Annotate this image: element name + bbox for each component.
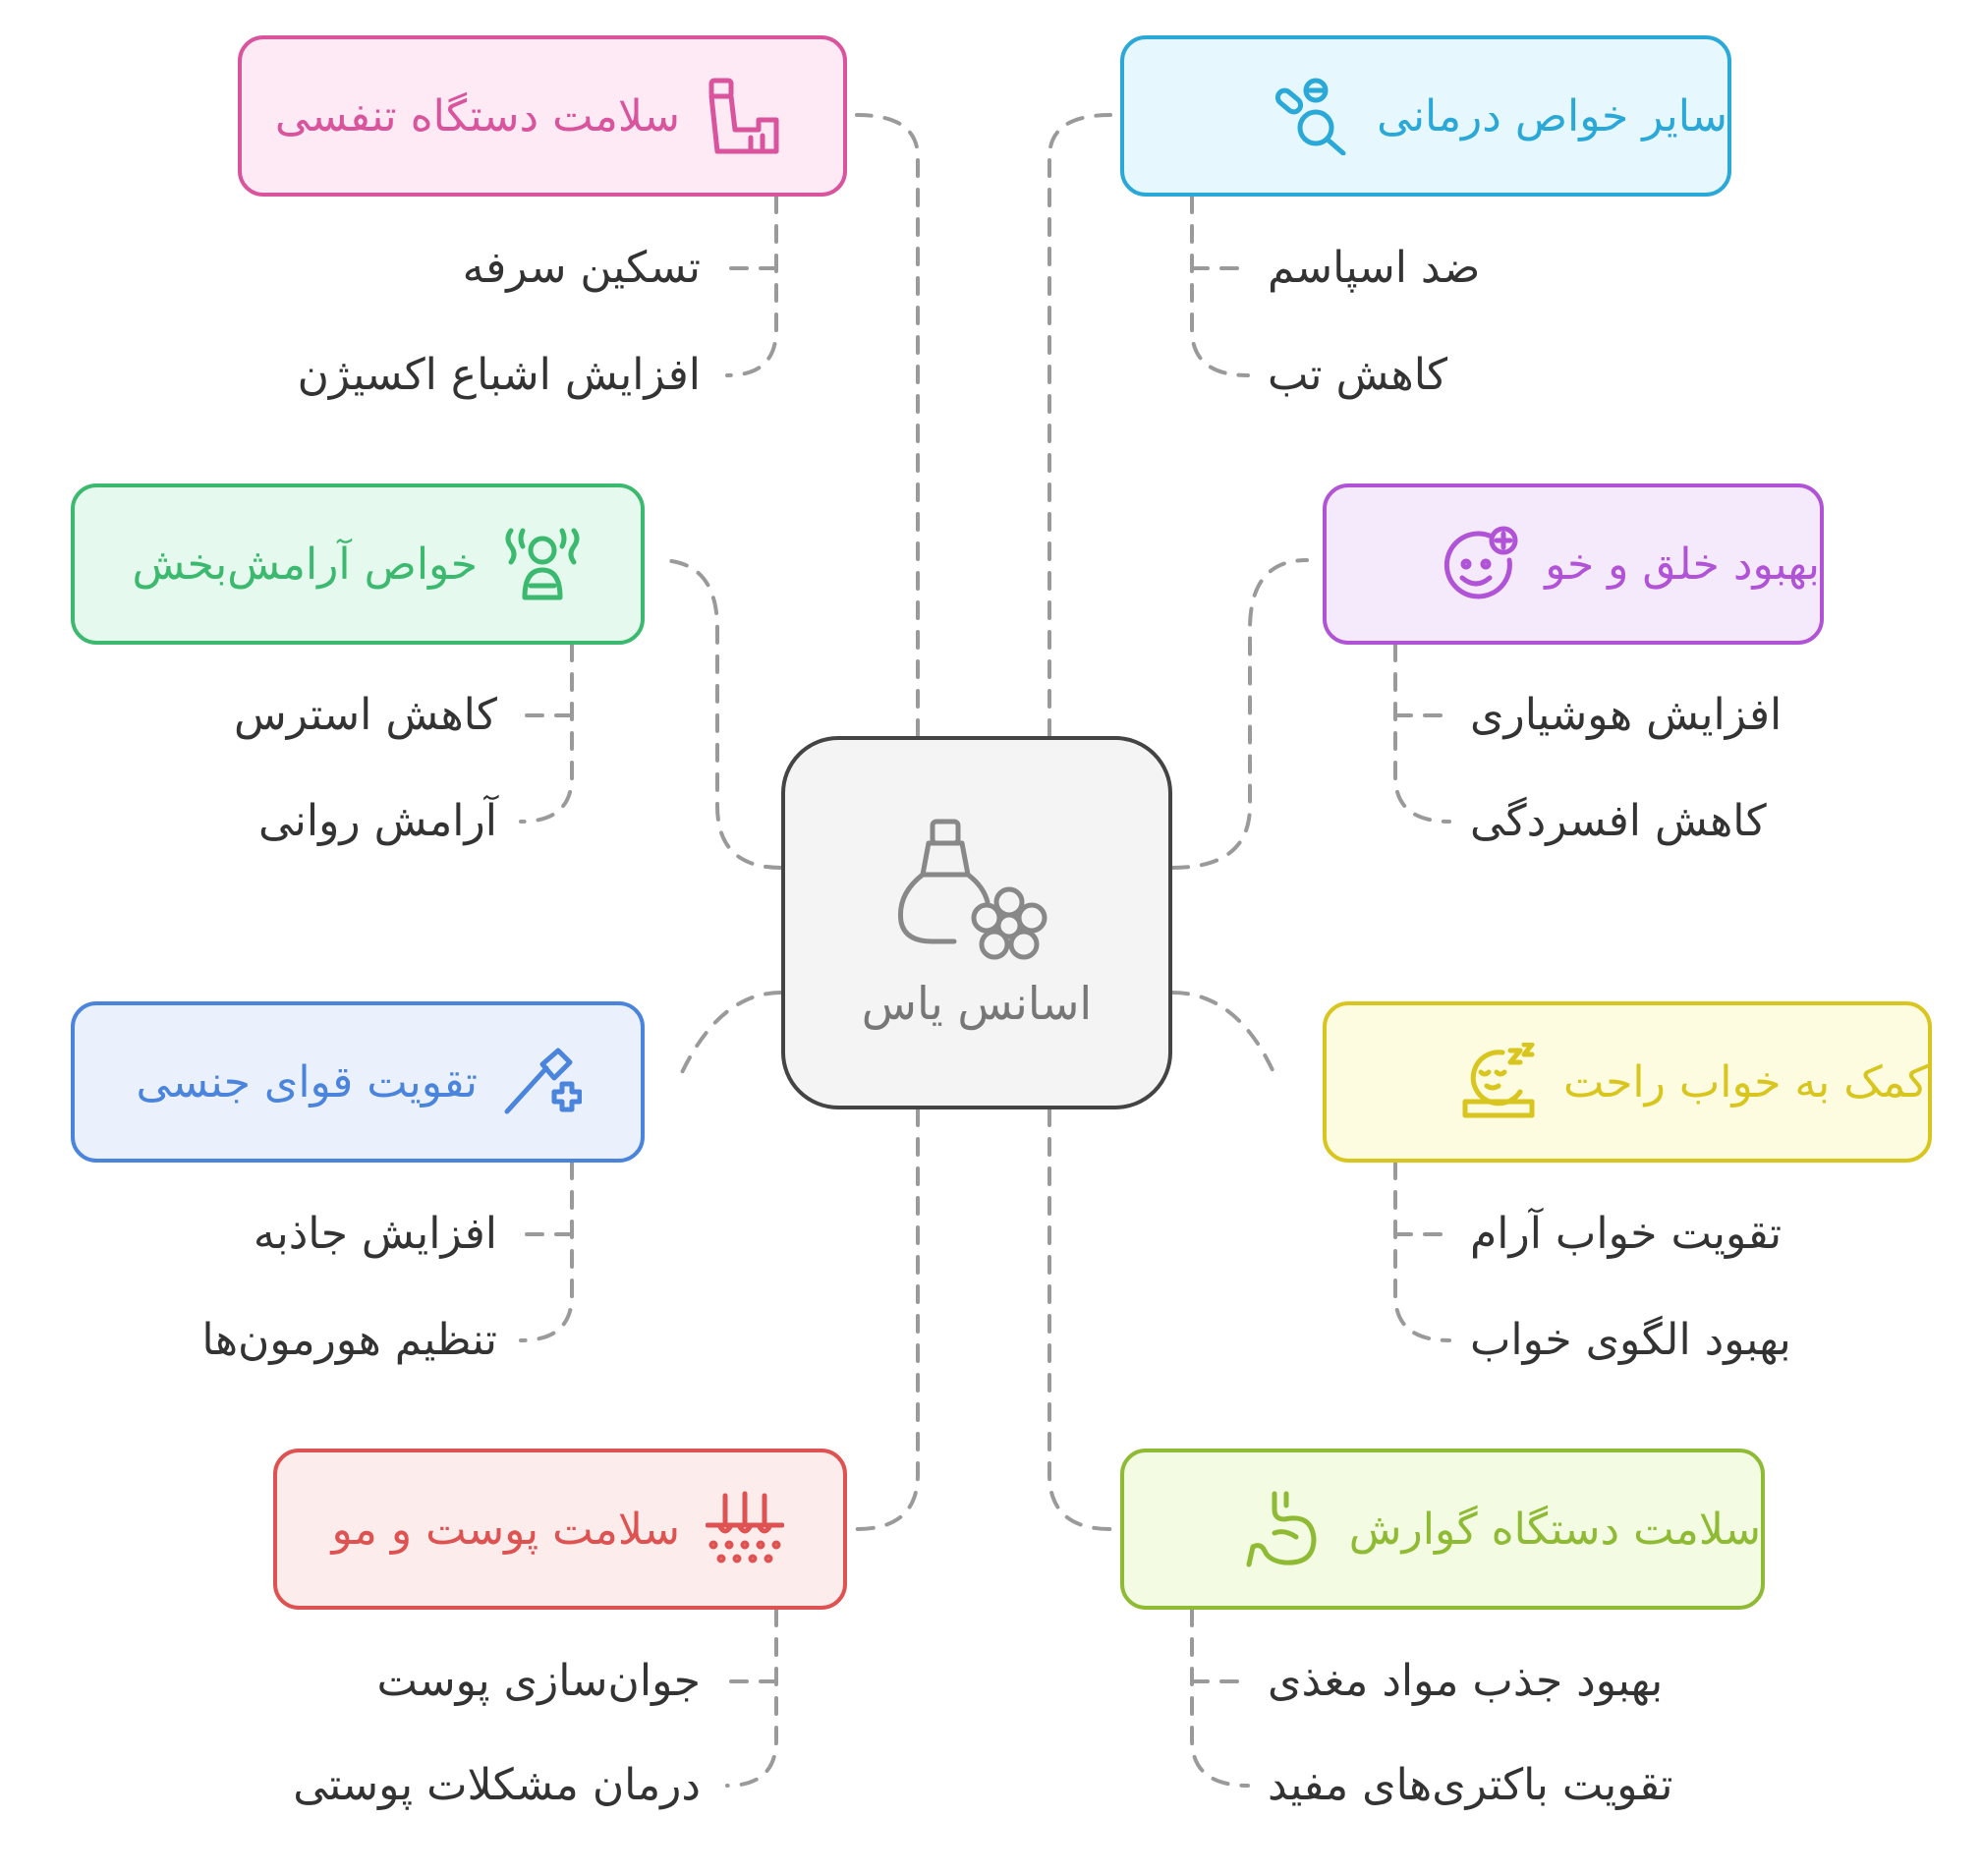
category-relaxation-label: خواص آرامش‌بخش bbox=[132, 539, 478, 590]
connector-therapeutic-leaves bbox=[1190, 195, 1250, 377]
center-label: اسانس یاس bbox=[861, 977, 1093, 1030]
leaf-respiratory-1: تسکین سرفه bbox=[462, 243, 701, 293]
connector-digestive-leaves bbox=[1190, 1608, 1250, 1788]
leaf-therapeutic-2: کاهش تب bbox=[1268, 350, 1448, 400]
connector-mood-leaves bbox=[1393, 643, 1451, 824]
leaf-digestive-1: بهبود جذب مواد مغذی bbox=[1268, 1656, 1664, 1706]
pills-search-icon bbox=[1275, 78, 1346, 155]
leaf-skin-1: جوان‌سازی پوست bbox=[376, 1656, 701, 1706]
leaf-relaxation-2: آرامش روانی bbox=[258, 796, 497, 846]
connector-mood bbox=[1170, 558, 1309, 870]
category-respiratory-label: سلامت دستگاه تنفسی bbox=[274, 90, 680, 142]
leaf-mood-1: افزایش هوشیاری bbox=[1470, 690, 1783, 740]
connector-libido bbox=[676, 991, 783, 1083]
skin-hair-icon bbox=[706, 1491, 784, 1563]
smiley-plus-icon bbox=[1444, 526, 1518, 599]
category-libido: تقویت قوای جنسی bbox=[71, 1001, 645, 1163]
center-node: اسانس یاس bbox=[781, 736, 1172, 1109]
connector-skin-leaves bbox=[720, 1608, 778, 1788]
category-skin: سلامت پوست و مو bbox=[273, 1449, 847, 1610]
category-libido-label: تقویت قوای جنسی bbox=[136, 1056, 479, 1108]
leaf-sleep-1: تقویت خواب آرام bbox=[1470, 1209, 1783, 1259]
category-therapeutic: سایر خواص درمانی bbox=[1120, 35, 1731, 197]
category-mood-label: بهبود خلق و خو bbox=[1545, 539, 1820, 590]
category-respiratory: سلامت دستگاه تنفسی bbox=[238, 35, 847, 197]
leaf-sleep-2: بهبود الگوی خواب bbox=[1470, 1315, 1791, 1365]
connector-sleep bbox=[1170, 991, 1279, 1083]
leaf-relaxation-1: کاهش استرس bbox=[234, 690, 497, 740]
stomach-icon bbox=[1246, 1491, 1317, 1567]
connector-respiratory bbox=[855, 113, 920, 738]
inhaler-icon bbox=[708, 78, 779, 154]
category-digestive-label: سلامت دستگاه گوارش bbox=[1348, 1504, 1761, 1555]
category-sleep-label: کمک به خواب راحت bbox=[1562, 1056, 1928, 1108]
leaf-digestive-2: تقویت باکتری‌های مفید bbox=[1268, 1760, 1673, 1810]
connector-respiratory-leaves bbox=[720, 195, 778, 377]
connector-libido-leaves bbox=[519, 1161, 574, 1342]
category-relaxation: خواص آرامش‌بخش bbox=[71, 483, 645, 645]
sleeping-face-icon bbox=[1462, 1043, 1535, 1118]
spa-person-icon bbox=[505, 528, 580, 600]
category-skin-label: سلامت پوست و مو bbox=[331, 1504, 680, 1555]
connector-sleep-leaves bbox=[1393, 1161, 1451, 1342]
leaf-libido-2: تنظیم هورمون‌ها bbox=[201, 1315, 497, 1365]
leaf-therapeutic-1: ضد اسپاسم bbox=[1268, 243, 1481, 293]
perfume-flower-icon bbox=[897, 819, 1047, 960]
connector-digestive bbox=[1047, 1108, 1112, 1531]
leaf-skin-2: درمان مشکلات پوستی bbox=[293, 1760, 701, 1810]
leaf-respiratory-2: افزایش اشباع اکسیژن bbox=[297, 350, 701, 400]
connector-relaxation bbox=[656, 558, 783, 870]
leaf-libido-1: افزایش جاذبه bbox=[253, 1209, 497, 1259]
category-sleep: کمک به خواب راحت bbox=[1323, 1001, 1932, 1163]
connector-skin bbox=[855, 1108, 920, 1531]
connector-therapeutic bbox=[1047, 113, 1112, 738]
category-mood: بهبود خلق و خو bbox=[1323, 483, 1824, 645]
leaf-mood-2: کاهش افسردگی bbox=[1470, 796, 1767, 846]
connector-relaxation-leaves bbox=[519, 643, 574, 824]
category-therapeutic-label: سایر خواص درمانی bbox=[1377, 90, 1727, 142]
syringe-plus-icon bbox=[504, 1048, 582, 1114]
category-digestive: سلامت دستگاه گوارش bbox=[1120, 1449, 1765, 1610]
